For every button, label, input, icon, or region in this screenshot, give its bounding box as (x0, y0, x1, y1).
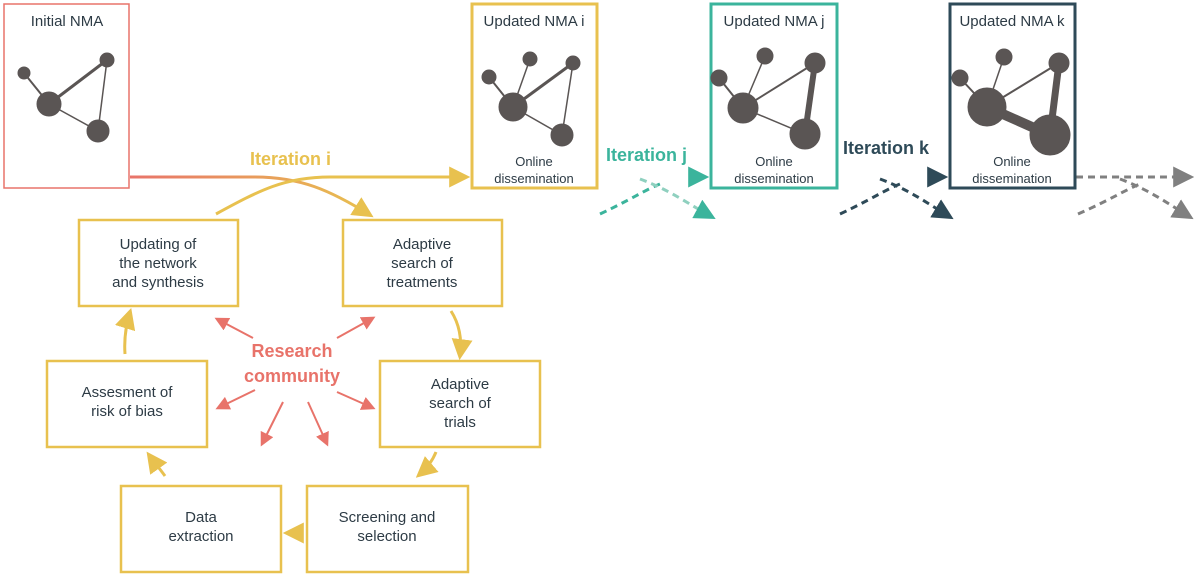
rc-to-screening-arrow (307, 401, 329, 447)
research-community-line2: community (244, 366, 340, 386)
step-search-treatments: Adaptive search of treatments (341, 218, 504, 308)
iteration-k-dashed-down (879, 177, 954, 220)
step-treatments-line1: Adaptive (393, 236, 451, 253)
initial-nma-box: Initial NMA (3, 3, 130, 189)
iteration-i-label: Iteration i (250, 149, 331, 169)
step-treatments-line3: treatments (387, 274, 458, 291)
research-community-arrows (214, 316, 376, 447)
step-extraction-line1: Data (185, 509, 217, 526)
nma-j-dissemination-line2: dissemination (734, 171, 814, 186)
rc-to-updating-arrow (214, 317, 254, 339)
step-updating-line1: Updating of (120, 236, 198, 253)
rc-to-trials-arrow (336, 391, 376, 410)
step-screening: Screening and selection (305, 484, 470, 574)
step-bias-line1: Assesment of (82, 384, 174, 401)
updated-nma-k-title: Updated NMA k (959, 13, 1065, 30)
step-screening-line2: selection (357, 528, 416, 545)
step-risk-of-bias: Assesment of risk of bias (45, 359, 209, 449)
step-trials-line3: trials (444, 414, 476, 431)
updated-nma-k-box: Updated NMA k Online dissemination (948, 2, 1077, 190)
step-data-extraction: Data extraction (119, 484, 283, 574)
cycle-steps: Updating of the network and synthesis Ad… (45, 218, 542, 574)
trials-to-screening-arrow (415, 451, 439, 478)
updating-to-nma-i-arrow (215, 166, 471, 216)
future-dashed-down (1119, 177, 1194, 220)
initial-network-graph (17, 52, 115, 143)
iteration-k-label: Iteration k (843, 138, 930, 158)
nma-k-dissemination-line2: dissemination (972, 171, 1052, 186)
step-extraction-line2: extraction (168, 528, 233, 545)
nma-i-dissemination-line1: Online (515, 154, 553, 169)
initial-nma-title: Initial NMA (31, 13, 104, 30)
step-updating-network: Updating of the network and synthesis (77, 218, 240, 308)
nma-k-network-graph (951, 48, 1071, 156)
bias-to-updating-arrow (115, 307, 136, 355)
step-trials-line2: search of (429, 395, 492, 412)
updated-nma-i-title: Updated NMA i (484, 13, 585, 30)
research-community-line1: Research (251, 341, 332, 361)
rc-to-extraction-arrow (260, 401, 284, 447)
step-search-trials: Adaptive search of trials (378, 359, 542, 449)
treatments-to-trials-arrow (449, 310, 473, 361)
future-dashed-up (1077, 182, 1141, 216)
nma-i-dissemination-line2: dissemination (494, 171, 574, 186)
cycle-arrows (115, 307, 473, 544)
step-treatments-line2: search of (391, 255, 454, 272)
rc-to-bias-arrow (215, 389, 256, 410)
step-updating-line3: and synthesis (112, 274, 204, 291)
step-screening-line1: Screening and (339, 509, 436, 526)
extraction-to-bias-arrow (146, 451, 168, 477)
nma-k-dissemination-line1: Online (993, 154, 1031, 169)
updated-nma-j-box: Updated NMA j Online dissemination (709, 2, 839, 190)
nma-i-network-graph (481, 51, 581, 147)
step-bias-line2: risk of bias (91, 403, 163, 420)
step-updating-line2: the network (119, 255, 197, 272)
iteration-j-dashed-up (599, 182, 661, 216)
initial-to-treatments-arrow (130, 175, 374, 218)
iteration-j-label: Iteration j (606, 145, 687, 165)
iteration-j-dashed-down (639, 177, 716, 220)
updated-nma-i-box: Updated NMA i Online dissemination (470, 2, 599, 190)
rc-to-treatments-arrow (336, 316, 376, 339)
updated-nma-j-title: Updated NMA j (724, 13, 825, 30)
nma-j-network-graph (710, 47, 826, 150)
nma-j-dissemination-line1: Online (755, 154, 793, 169)
pipeline-connectors (130, 166, 1195, 220)
iteration-k-dashed-up (839, 182, 901, 216)
step-trials-line1: Adaptive (431, 376, 489, 393)
